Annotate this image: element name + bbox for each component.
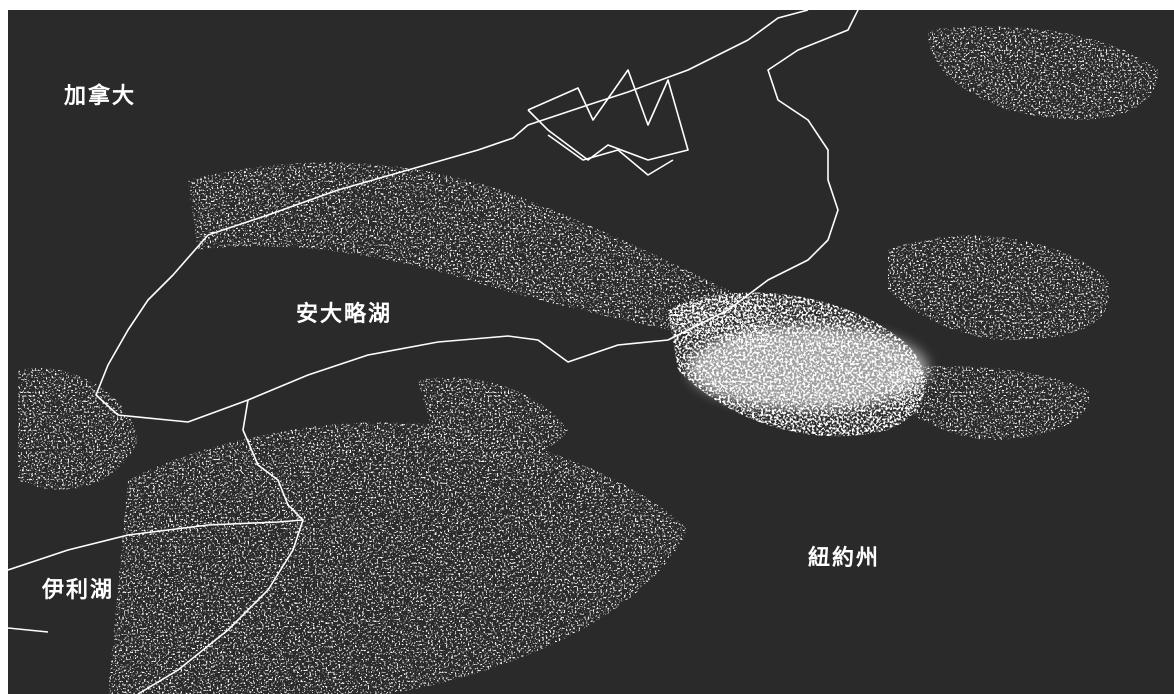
snow-patch-top-right — [928, 26, 1158, 120]
border-canada-us — [207, 10, 809, 236]
snow-patch-west — [18, 368, 138, 490]
map-graphics — [8, 10, 1158, 694]
border-zigzag — [527, 69, 689, 161]
snow-cover — [18, 26, 1158, 694]
boundary-lines — [8, 10, 859, 694]
lake-ontario-north-shore — [95, 10, 859, 423]
label-lake-erie: 伊利湖 — [42, 578, 115, 603]
snow-lobe-southeast — [888, 366, 1090, 440]
border-zigzag-2 — [547, 134, 674, 176]
lake-erie-shore-south — [8, 627, 49, 633]
snow-band-north — [188, 162, 768, 350]
snow-patch-mid — [418, 377, 568, 461]
lake-erie-shore — [8, 519, 304, 571]
snow-south-ny — [108, 422, 688, 694]
satellite-map: 加拿大 安大略湖 紐約州 伊利湖 — [8, 10, 1174, 694]
label-new-york: 紐約州 — [808, 546, 881, 571]
snow-core-bright — [688, 326, 928, 410]
label-canada: 加拿大 — [64, 84, 137, 109]
snow-lobe-far-east — [888, 235, 1110, 340]
label-lake-ontario: 安大略湖 — [296, 302, 393, 327]
